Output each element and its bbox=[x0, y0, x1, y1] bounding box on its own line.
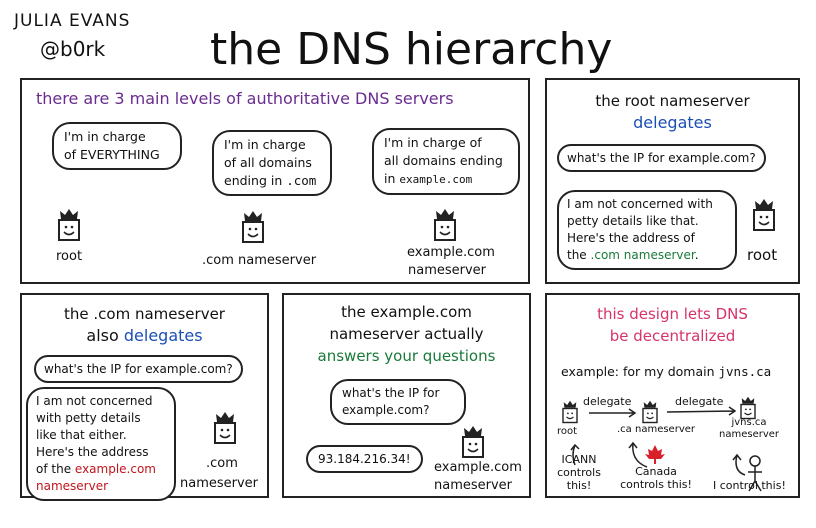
question-bubble: what's the IP for example.com? bbox=[557, 144, 766, 172]
com-label-1: .com bbox=[206, 456, 238, 471]
heading-text: also bbox=[86, 326, 119, 345]
canada-label-2: controls this! bbox=[620, 478, 692, 491]
text-line: of EVERYTHING bbox=[64, 147, 160, 162]
panel-decentralized: this design lets DNS be decentralized ex… bbox=[545, 293, 800, 498]
text-line: what's the IP for bbox=[342, 386, 440, 400]
answer-bubble: 93.184.216.34! bbox=[306, 445, 423, 473]
com-speech-bubble: I'm in charge of all domains ending in .co… bbox=[212, 130, 332, 196]
text-line: I am not concerned bbox=[36, 394, 153, 408]
panel-heading: the root nameserver bbox=[547, 92, 798, 110]
nameserver-icon bbox=[561, 400, 579, 424]
domain-text: example.com bbox=[399, 173, 473, 186]
text-line: with petty details bbox=[36, 411, 141, 425]
panel-heading: the .com nameserver bbox=[64, 305, 225, 323]
panel-heading: there are 3 main levels of authoritative… bbox=[36, 89, 454, 108]
text-line: all domains ending bbox=[384, 153, 503, 168]
root-label: root bbox=[557, 426, 578, 437]
example-speech-bubble: I'm in charge of all domains ending in exa… bbox=[372, 128, 520, 195]
me-label: I control this! bbox=[713, 479, 786, 492]
author-name: JULIA EVANS bbox=[14, 11, 131, 31]
arrows bbox=[570, 406, 762, 492]
answer-bubble: I am not concerned with petty details lik… bbox=[557, 190, 737, 270]
panel-root: the root nameserver delegates what's the… bbox=[545, 78, 800, 284]
nameserver-icon bbox=[739, 396, 757, 420]
highlight-text: .com nameserver bbox=[590, 248, 695, 262]
canada-label-1: Canada bbox=[635, 465, 677, 478]
text-line: of the bbox=[36, 462, 72, 476]
question-bubble: what's the IP for example.com? bbox=[34, 355, 243, 383]
icann-label-3: this! bbox=[566, 479, 592, 492]
example-text: example: for my domain jvns.ca bbox=[561, 363, 771, 381]
domain-text: jvns.ca bbox=[718, 364, 772, 379]
com-label: .com nameserver bbox=[202, 253, 317, 268]
highlight-text: nameserver bbox=[36, 479, 109, 493]
question-bubble: what's the IP for example.com? bbox=[330, 379, 466, 425]
root-label: root bbox=[747, 246, 778, 264]
heading-em: delegates bbox=[123, 326, 203, 345]
ca-label: .ca nameserver bbox=[617, 424, 695, 435]
jvns-label-1: jvns.ca bbox=[731, 417, 767, 428]
text-line: example.com? bbox=[342, 403, 430, 417]
example-label-2: nameserver bbox=[434, 478, 513, 493]
text-line: petty details like that. bbox=[567, 214, 699, 228]
delegate-label-1: delegate bbox=[583, 395, 632, 408]
author-handle: @b0rk bbox=[40, 37, 106, 61]
panel-example: the example.com nameserver actually answ… bbox=[282, 293, 531, 498]
icann-label-1: ICANN bbox=[561, 453, 597, 466]
root-speech-bubble: I'm in charge of EVERYTHING bbox=[52, 122, 182, 170]
example-label-1: example.com bbox=[407, 245, 495, 260]
panel-heading-2: also delegates bbox=[22, 327, 267, 345]
panel-levels: there are 3 main levels of authoritative… bbox=[20, 78, 530, 284]
panel-heading-1: the example.com bbox=[341, 303, 472, 321]
text-line: ending in bbox=[224, 173, 283, 188]
example-label-1: example.com bbox=[434, 460, 522, 475]
delegate-label-2: delegate bbox=[675, 395, 724, 408]
maple-leaf-icon bbox=[645, 445, 665, 464]
text-line: I'm in charge of bbox=[384, 135, 482, 150]
text-line: I am not concerned with bbox=[567, 197, 713, 211]
heading-text: the root nameserver bbox=[595, 92, 750, 110]
panel-heading-1: this design lets DNS bbox=[597, 305, 748, 323]
text-line: . bbox=[694, 248, 699, 262]
text-line: of all domains bbox=[224, 155, 312, 170]
panel-com: the .com nameserver also delegates what'… bbox=[20, 293, 269, 501]
panel-heading-2: nameserver actually bbox=[329, 325, 484, 343]
text-line: Here's the address of bbox=[567, 231, 695, 245]
nameserver-icon bbox=[460, 425, 486, 459]
text-line: like that either. bbox=[36, 428, 127, 442]
nameserver-icon bbox=[641, 400, 659, 424]
nameserver-icon bbox=[240, 210, 266, 244]
icann-label-2: controls bbox=[557, 466, 601, 479]
page-title: the DNS hierarchy bbox=[210, 24, 613, 75]
nameserver-icon bbox=[751, 198, 777, 232]
jvns-label-2: nameserver bbox=[719, 429, 780, 440]
text-line: I'm in charge bbox=[224, 137, 306, 152]
panel-heading-2: be decentralized bbox=[609, 327, 736, 345]
example-label-2: nameserver bbox=[408, 263, 487, 278]
answer-bubble: I am not concerned with petty details like… bbox=[26, 387, 176, 501]
panel-heading-em: delegates bbox=[633, 113, 712, 132]
text-line: the bbox=[567, 248, 587, 262]
tld-text: .com bbox=[286, 173, 317, 188]
panel-heading-em: answers your questions bbox=[317, 347, 496, 365]
text-line: Here's the address bbox=[36, 445, 149, 459]
com-label-2: nameserver bbox=[180, 476, 259, 491]
text: example: for my domain bbox=[561, 364, 715, 379]
text-line: in bbox=[384, 171, 396, 186]
root-label: root bbox=[56, 249, 83, 264]
nameserver-icon bbox=[56, 208, 82, 242]
highlight-text: example.com bbox=[74, 462, 156, 476]
nameserver-icon bbox=[432, 208, 458, 242]
nameserver-icon bbox=[212, 411, 238, 445]
text-line: I'm in charge bbox=[64, 129, 146, 144]
